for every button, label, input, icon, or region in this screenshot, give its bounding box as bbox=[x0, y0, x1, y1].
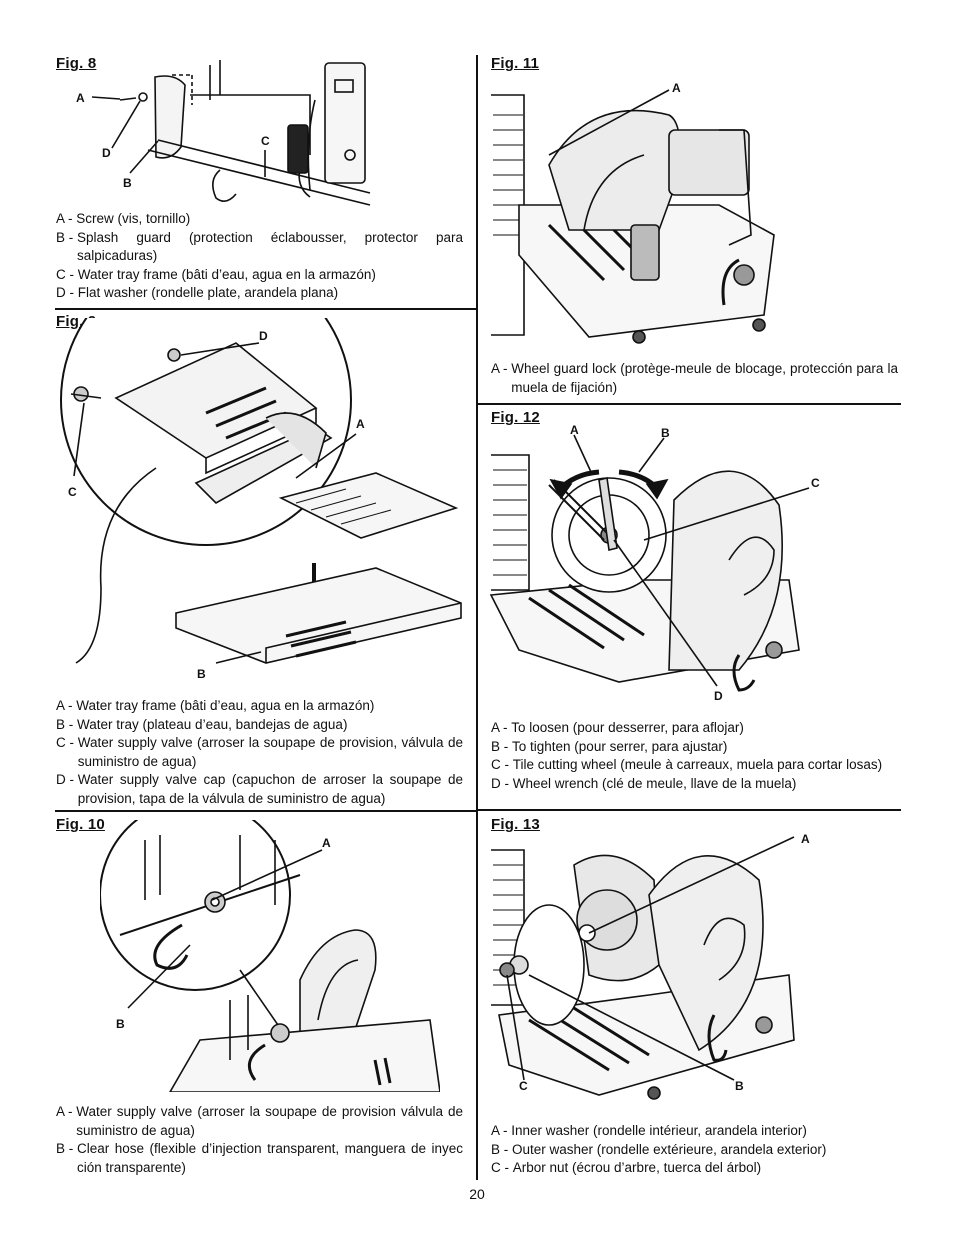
fig8-caption-item: B - Splash guard (protection éclabousser… bbox=[56, 229, 463, 264]
fig12-illustration: A B C D bbox=[489, 420, 829, 705]
fig10-label-a: A bbox=[322, 836, 331, 850]
fig8-label-b: B bbox=[123, 176, 132, 190]
section-divider-fig9-fig10 bbox=[55, 810, 477, 812]
fig13-caption-item: C - Arbor nut (écrou d’arbre, tuerca del… bbox=[491, 1160, 762, 1175]
fig12-title: Fig. 12 bbox=[491, 409, 540, 426]
fig11-illustration: A bbox=[489, 75, 779, 347]
fig12-label-a: A bbox=[570, 423, 579, 437]
fig8-caption: A - Screw (vis, tornillo) B - Splash gua… bbox=[56, 210, 463, 303]
fig9-label-b: B bbox=[197, 667, 206, 681]
fig13-title: Fig. 13 bbox=[491, 816, 540, 833]
fig12-caption: A - To loosen (pour desserrer, para aflo… bbox=[491, 719, 898, 793]
fig12-caption-item: B - To tighten (pour serrer, para ajusta… bbox=[491, 738, 728, 754]
section-divider-fig8-fig9 bbox=[55, 308, 477, 310]
fig10-title: Fig. 10 bbox=[56, 816, 105, 833]
fig8-caption-item: A - Screw (vis, tornillo) bbox=[56, 211, 191, 226]
fig9-caption: A - Water tray frame (bâti d’eau, agua e… bbox=[56, 697, 463, 808]
section-divider-fig11-fig12 bbox=[478, 403, 901, 405]
fig12-caption-item: A - To loosen (pour desserrer, para aflo… bbox=[491, 720, 744, 735]
fig9-illustration: D A C B bbox=[56, 318, 466, 688]
fig13-label-a: A bbox=[801, 832, 810, 846]
column-divider bbox=[476, 55, 478, 1180]
fig12-caption-item: C - Tile cutting wheel (meule à carreaux… bbox=[491, 757, 883, 772]
fig9-caption-item: D - Water supply valve cap (capuchon de … bbox=[56, 772, 463, 806]
fig8-label-a: A bbox=[76, 91, 85, 105]
fig9-caption-item: B - Water tray (plateau d’eau, bandejas … bbox=[56, 716, 348, 732]
fig11-caption: A - Wheel guard lock (protège-meule de b… bbox=[491, 360, 898, 397]
fig12-caption-item: D - Wheel wrench (clé de meule, llave de… bbox=[491, 775, 797, 791]
fig10-caption: A - Water supply valve (arroser la soupa… bbox=[56, 1103, 463, 1177]
fig13-label-c: C bbox=[519, 1079, 528, 1093]
fig13-label-b: B bbox=[735, 1079, 744, 1093]
fig11-caption-item: A - Wheel guard lock (protège-meule de b… bbox=[491, 361, 898, 395]
fig8-illustration: A D B C bbox=[70, 55, 390, 213]
fig9-label-d: D bbox=[259, 329, 268, 343]
fig10-illustration: A B bbox=[100, 820, 440, 1092]
fig13-caption: A - Inner washer (rondelle intérieur, ar… bbox=[491, 1122, 898, 1178]
fig13-caption-item: B - Outer washer (rondelle extérieure, a… bbox=[491, 1141, 827, 1157]
fig9-caption-item: A - Water tray frame (bâti d’eau, agua e… bbox=[56, 698, 375, 713]
fig12-label-c: C bbox=[811, 476, 820, 490]
fig13-illustration: A B C bbox=[489, 825, 819, 1110]
fig10-caption-item: B - Clear hose (flexible d’injection tra… bbox=[56, 1141, 463, 1175]
fig10-caption-item: A - Water supply valve (arroser la soupa… bbox=[56, 1104, 463, 1138]
fig12-label-d: D bbox=[714, 689, 723, 703]
fig13-caption-item: A - Inner washer (rondelle intérieur, ar… bbox=[491, 1123, 807, 1138]
fig8-label-d: D bbox=[102, 146, 111, 160]
fig10-label-b: B bbox=[116, 1017, 125, 1031]
page-number: 20 bbox=[469, 1186, 485, 1202]
fig8-label-c: C bbox=[261, 134, 270, 148]
section-divider-fig12-fig13 bbox=[478, 809, 901, 811]
fig8-title: Fig. 8 bbox=[56, 55, 97, 72]
fig8-caption-item: C - Water tray frame (bâti d’eau, agua e… bbox=[56, 266, 376, 282]
fig8-caption-item: D - Flat washer (rondelle plate, arandel… bbox=[56, 285, 339, 300]
fig11-title: Fig. 11 bbox=[491, 55, 540, 72]
fig9-label-a: A bbox=[356, 417, 365, 431]
fig12-label-b: B bbox=[661, 426, 670, 440]
fig9-label-c: C bbox=[68, 485, 77, 499]
fig11-label-a: A bbox=[672, 81, 681, 95]
fig9-caption-item: C - Water supply valve (arroser la soupa… bbox=[56, 735, 463, 769]
